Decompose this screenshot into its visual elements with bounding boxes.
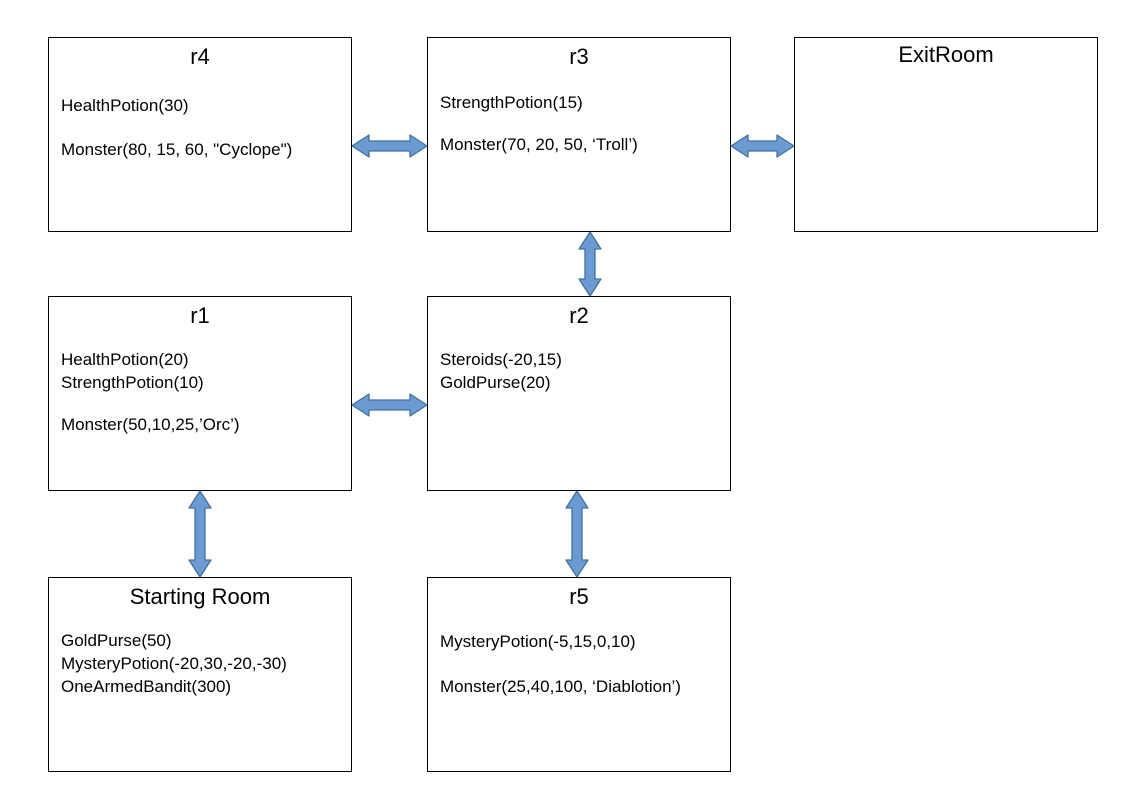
room-item: MysteryPotion(-5,15,0,10) (440, 632, 636, 651)
arrow-r3-r2 (578, 231, 602, 297)
room-title: r2 (569, 303, 589, 328)
room-monster: Monster(25,40,100, ‘Diablotion’) (440, 677, 681, 696)
room-title: r4 (190, 44, 210, 69)
room-item: GoldPurse(20) (440, 373, 551, 392)
room-item: HealthPotion(30) (61, 96, 189, 115)
room-r5: r5 MysteryPotion(-5,15,0,10) Monster(25,… (427, 577, 731, 772)
room-r4: r4 HealthPotion(30) Monster(80, 15, 60, … (48, 37, 352, 232)
room-title: r1 (190, 303, 210, 328)
room-start: Starting Room GoldPurse(50) MysteryPotio… (48, 577, 352, 772)
room-item: GoldPurse(50) (61, 631, 172, 650)
room-title: r3 (569, 44, 589, 69)
room-r3: r3 StrengthPotion(15) Monster(70, 20, 50… (427, 37, 731, 232)
arrow-r3-exit (730, 134, 795, 158)
arrow-r2-r5 (565, 490, 589, 578)
room-monster: Monster(70, 20, 50, ‘Troll’) (440, 135, 638, 154)
room-item: MysteryPotion(-20,30,-20,-30) (61, 654, 287, 673)
room-item: HealthPotion(20) (61, 350, 189, 369)
room-r1: r1 HealthPotion(20) StrengthPotion(10) M… (48, 296, 352, 491)
room-item: OneArmedBandit(300) (61, 677, 232, 696)
room-title: Starting Room (129, 584, 271, 609)
arrow-r4-r3 (351, 134, 428, 158)
arrow-r1-r2 (351, 393, 428, 417)
room-title: ExitRoom (898, 42, 994, 67)
room-monster: Monster(50,10,25,’Orc’) (61, 415, 240, 434)
room-title: r5 (569, 584, 589, 609)
room-item: StrengthPotion(10) (61, 373, 204, 392)
room-exit: ExitRoom (794, 37, 1098, 232)
room-r2: r2 Steroids(-20,15) GoldPurse(20) (427, 296, 731, 491)
room-monster: Monster(80, 15, 60, "Cyclope") (61, 140, 293, 159)
room-item: StrengthPotion(15) (440, 93, 583, 112)
room-item: Steroids(-20,15) (440, 350, 562, 369)
arrow-r1-start (188, 490, 212, 578)
